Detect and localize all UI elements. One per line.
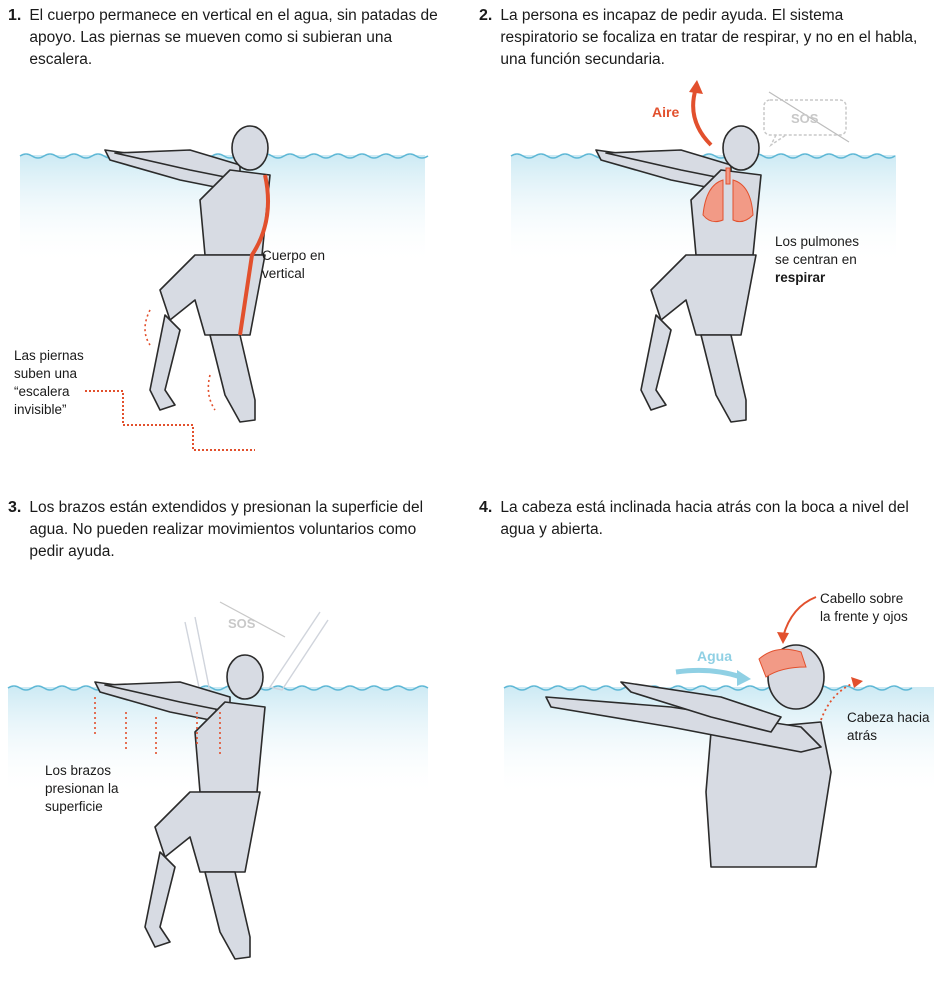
panel-1-number: 1. — [8, 7, 22, 24]
panel-2-caption-text: La persona es incapaz de pedir ayuda. El… — [500, 7, 918, 68]
water-line — [7, 685, 429, 691]
panel-3-caption: 3. Los brazos están extendidos y presion… — [8, 497, 448, 563]
panel-1-caption: 1. El cuerpo permanece en vertical en el… — [8, 5, 448, 71]
sos-bubble-icon — [763, 99, 847, 148]
lungs-label: Los pulmones se centran en respirar — [775, 233, 859, 287]
body-vertical-label: Cuerpo en vertical — [262, 248, 326, 281]
hair-label: Cabello sobre la frente y ojos — [820, 591, 908, 624]
water-label: Agua — [697, 648, 732, 664]
panel-1: 1. El cuerpo permanece en vertical en el… — [0, 0, 470, 491]
water-line — [19, 153, 429, 159]
water-arrow — [675, 667, 742, 680]
person-figure — [595, 125, 762, 423]
panel-1-illustration — [19, 125, 429, 451]
vertical-body-line — [238, 174, 271, 336]
person-figure — [545, 644, 832, 868]
air-arrow — [691, 87, 713, 147]
head-back-label: Cabeza hacia atrás — [847, 710, 930, 743]
panel-2-caption: 2. La persona es incapaz de pedir ayuda.… — [479, 5, 919, 71]
panel-4-number: 4. — [479, 499, 493, 516]
panel-2-number: 2. — [479, 7, 493, 24]
lungs-icon — [702, 167, 754, 223]
panel-3-caption-text: Los brazos están extendidos y presionan … — [29, 499, 424, 560]
sos-strike — [768, 91, 850, 143]
panel-3: 3. Los brazos están extendidos y presion… — [0, 492, 470, 983]
sos-label: SOS — [791, 111, 819, 126]
arms-press-label: Los brazos presionan la superficie — [45, 763, 119, 814]
panel-1-caption-text: El cuerpo permanece en vertical en el ag… — [29, 7, 438, 68]
lungs-label-bold: respirar — [775, 270, 826, 285]
person-figure — [104, 125, 271, 423]
panel-4: 4. La cabeza está inclinada hacia atrás … — [471, 492, 941, 983]
legs-stairs-label: Las piernas suben una “escalera invisibl… — [14, 348, 84, 417]
sos-label: SOS — [228, 616, 256, 631]
panel-2: 2. La persona es incapaz de pedir ayuda.… — [471, 0, 941, 491]
panel-3-number: 3. — [8, 499, 22, 516]
press-arrows — [94, 697, 221, 757]
panel-4-illustration — [503, 596, 934, 868]
panel-4-caption: 4. La cabeza está inclinada hacia atrás … — [479, 497, 919, 541]
water-line — [503, 685, 913, 691]
panel-2-illustration — [510, 80, 896, 423]
panel-4-caption-text: La cabeza está inclinada hacia atrás con… — [500, 499, 909, 538]
invisible-stairs — [85, 390, 255, 451]
lungs-label-text: Los pulmones se centran en — [775, 234, 860, 267]
sos-strike — [219, 601, 286, 638]
hair-pointer-arrow — [782, 596, 817, 638]
panel-3-illustration — [7, 601, 429, 960]
hair-highlight — [758, 648, 807, 678]
air-label: Aire — [652, 104, 680, 120]
